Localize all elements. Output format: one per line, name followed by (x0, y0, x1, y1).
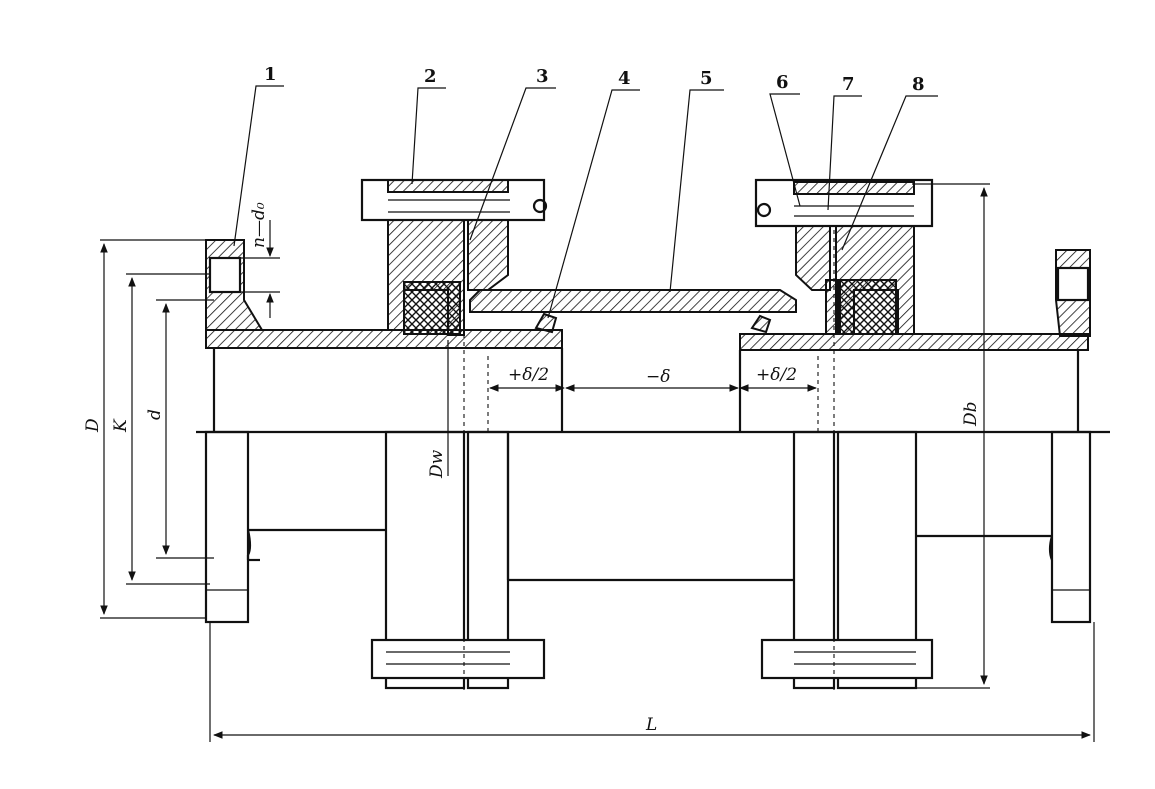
leader-lines (233, 85, 938, 319)
part-label-4: 4 (618, 68, 631, 89)
right-stopper (750, 314, 772, 334)
dim-d: d (145, 409, 165, 420)
left-stopper (534, 312, 558, 334)
dim-K: K (111, 418, 131, 433)
dim-plus-delta-half-left: +δ/2 (508, 365, 549, 385)
part-label-6: 6 (776, 72, 789, 93)
part-label-1: 1 (264, 64, 277, 85)
dim-Db: Db (961, 401, 981, 427)
dim-D: D (83, 418, 103, 433)
dim-Dw: Dw (427, 449, 447, 479)
dim-n-d0: n—d₀ (249, 202, 269, 248)
part-label-5: 5 (700, 68, 713, 89)
dim-plus-delta-half-right: +δ/2 (756, 365, 797, 385)
right-gland-flange (754, 178, 934, 690)
right-end-flange (1050, 249, 1092, 624)
dim-L: L (645, 715, 657, 735)
dim-minus-delta: −δ (646, 367, 670, 387)
part-label-3: 3 (536, 66, 549, 87)
dimension-lines (100, 183, 1095, 742)
part-label-7: 7 (842, 74, 855, 95)
part-label-8: 8 (912, 74, 925, 95)
left-gland-flange (360, 178, 548, 690)
part-label-2: 2 (424, 66, 437, 87)
left-end-flange (204, 239, 264, 624)
